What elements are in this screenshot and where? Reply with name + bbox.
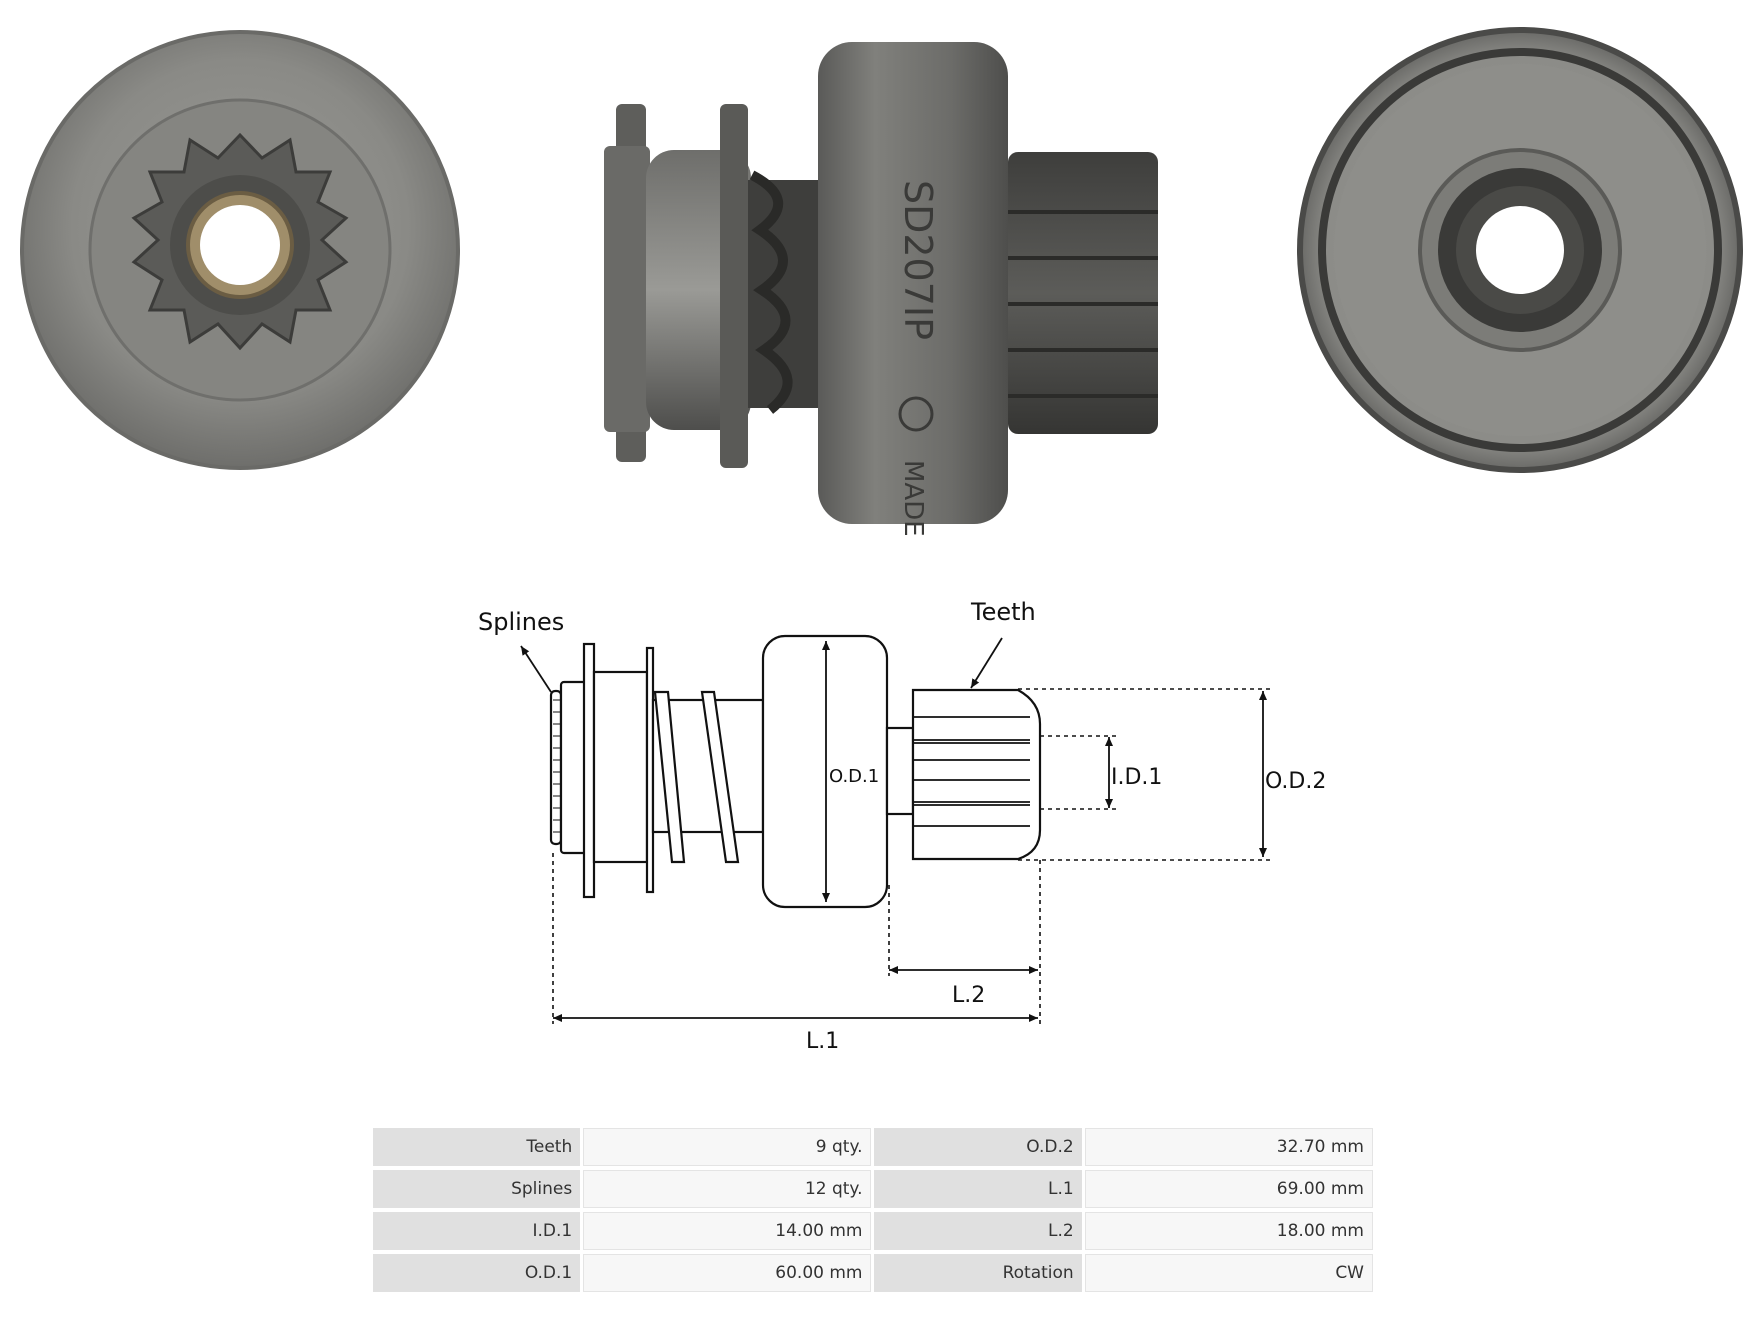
spline-hatching (553, 699, 560, 833)
spec-value: CW (1084, 1254, 1373, 1292)
table-row: O.D.1 60.00 mm Rotation CW (373, 1254, 1373, 1292)
extension-lines (552, 688, 1270, 1024)
photo-side-view: SD207IP MADE (604, 42, 1158, 537)
spec-value: 60.00 mm (583, 1254, 872, 1292)
made-marking: MADE (898, 460, 928, 537)
l1-label: L.1 (806, 1029, 839, 1054)
spec-label: Rotation (874, 1254, 1082, 1292)
spec-label: I.D.1 (373, 1212, 581, 1250)
teeth-leader (970, 637, 1003, 689)
table-row: Teeth 9 qty. O.D.2 32.70 mm (373, 1128, 1373, 1166)
spec-value: 9 qty. (583, 1128, 872, 1166)
spec-label: L.1 (874, 1170, 1082, 1208)
od1-label: O.D.1 (829, 766, 879, 787)
spec-value: 18.00 mm (1084, 1212, 1373, 1250)
splines-leader (520, 645, 552, 693)
pinion-teeth-lines (913, 716, 1030, 827)
spec-label: O.D.2 (874, 1128, 1082, 1166)
table-row: Splines 12 qty. L.1 69.00 mm (373, 1170, 1373, 1208)
od2-label: O.D.2 (1265, 769, 1326, 794)
marking-text: SD207IP MADE (896, 180, 940, 537)
id1-label: I.D.1 (1111, 765, 1162, 790)
spec-table: Teeth 9 qty. O.D.2 32.70 mm Splines 12 q… (370, 1124, 1376, 1296)
spec-value: 12 qty. (583, 1170, 872, 1208)
spec-value: 14.00 mm (583, 1212, 872, 1250)
brand-logo-icon (898, 396, 934, 432)
product-photos: SD207IP MADE (20, 27, 1743, 537)
teeth-label: Teeth (970, 598, 1036, 626)
table-row: I.D.1 14.00 mm L.2 18.00 mm (373, 1212, 1373, 1250)
model-marking: SD207IP (896, 180, 940, 340)
l2-label: L.2 (952, 983, 985, 1008)
photo-rear-view (1297, 27, 1743, 473)
pinion-gear-icon (131, 132, 349, 351)
drawing-outline (549, 634, 1042, 909)
spec-label: Splines (373, 1170, 581, 1208)
spring-coils (653, 690, 740, 864)
splines-label: Splines (478, 608, 564, 636)
dimension-lines (520, 637, 1267, 1022)
spec-value: 32.70 mm (1084, 1128, 1373, 1166)
spec-label: L.2 (874, 1212, 1082, 1250)
spring-icon (748, 170, 818, 414)
spec-label: Teeth (373, 1128, 581, 1166)
spec-label: O.D.1 (373, 1254, 581, 1292)
spec-value: 69.00 mm (1084, 1170, 1373, 1208)
photo-front-view (20, 30, 460, 470)
